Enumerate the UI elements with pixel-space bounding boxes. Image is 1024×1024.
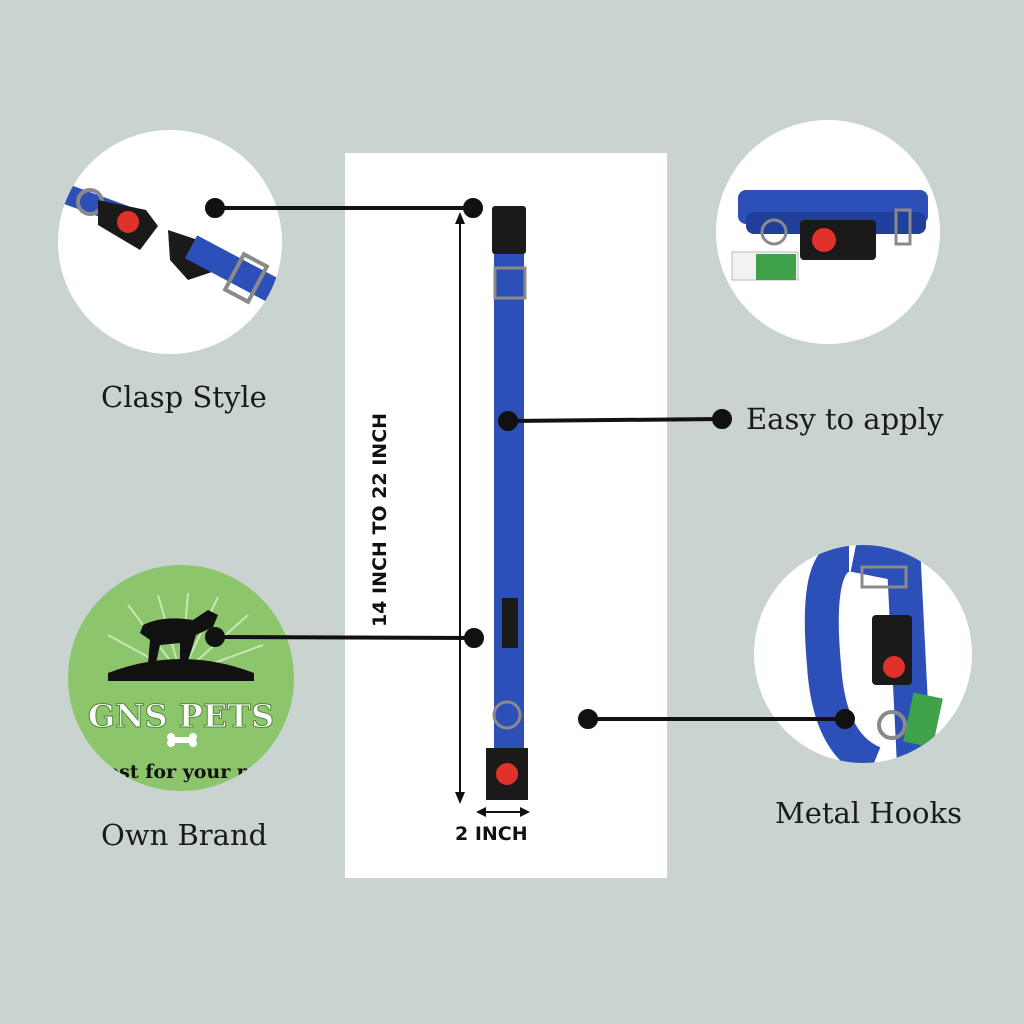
collar-slider	[493, 266, 527, 300]
hooks-connector-dot	[835, 709, 855, 729]
metal-hooks-label: Metal Hooks	[775, 796, 962, 830]
metal-hook-image	[754, 545, 972, 763]
brand-connector-dot	[205, 627, 225, 647]
collar-strap	[494, 232, 524, 752]
own-brand-label: Own Brand	[101, 818, 268, 852]
apply-connector-dot	[712, 409, 732, 429]
collar-loop-illustration	[731, 190, 928, 281]
brand-logo-circle: GNS PETS Best for your pet	[68, 565, 294, 791]
brand-name-text: GNS PETS	[88, 697, 274, 735]
collar-top-buckle	[492, 206, 526, 254]
clasp-connector-dot	[205, 198, 225, 218]
collar-ring	[492, 700, 522, 730]
collar-tag	[502, 598, 518, 648]
collar-loop-image	[716, 120, 940, 344]
clasp-detail-image	[58, 130, 282, 354]
brand-tagline-text: Best for your pet	[91, 761, 271, 783]
metal-hook-illustration	[804, 545, 943, 763]
clasp-illustration	[58, 178, 282, 310]
width-dimension-label: 2 INCH	[455, 823, 528, 845]
brand-logo-graphic: GNS PETS Best for your pet	[87, 592, 275, 783]
easy-apply-label: Easy to apply	[746, 402, 944, 436]
buckle-release-button	[496, 763, 518, 785]
clasp-style-label: Clasp Style	[101, 380, 267, 414]
length-dimension-label: 14 INCH TO 22 INCH	[369, 412, 391, 628]
